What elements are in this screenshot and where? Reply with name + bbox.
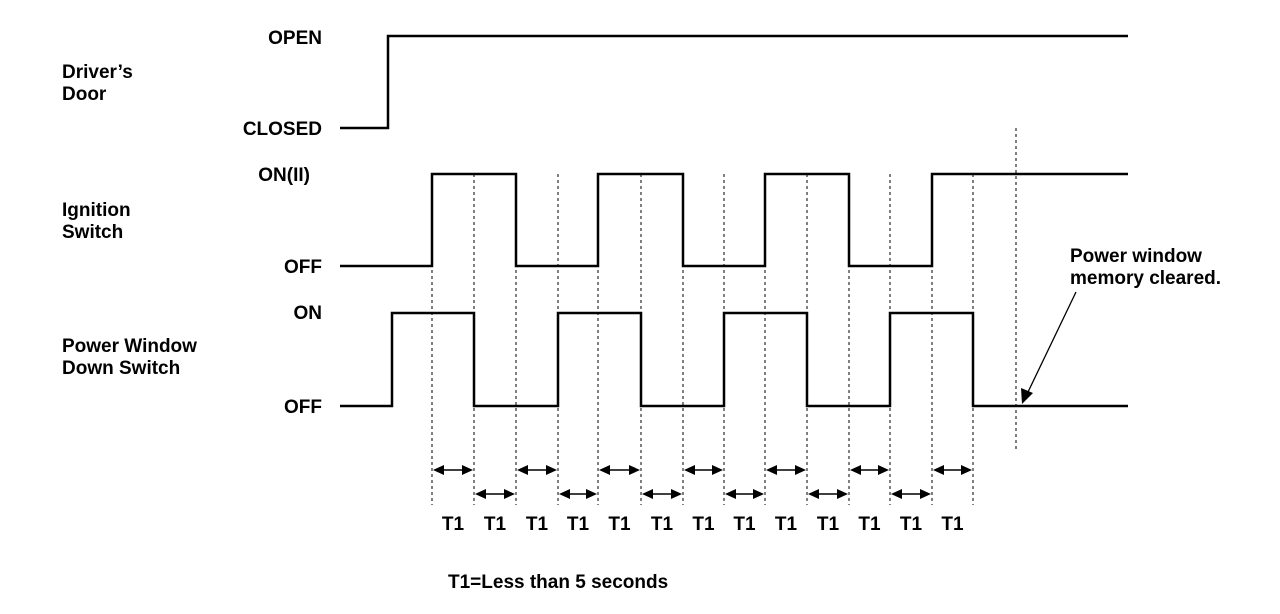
annotation-pointer-line <box>1027 291 1077 393</box>
interval-labels: T1 T1 T1 T1 T1 T1 T1 T1 T1 T1 T1 T1 T1 <box>442 514 964 535</box>
door-name-line2: Door <box>62 84 107 105</box>
annotation-line2: memory cleared. <box>1070 268 1221 289</box>
window-waveform <box>340 311 1128 408</box>
ignition-low-label: OFF <box>284 257 322 278</box>
interval-arrow <box>517 465 557 475</box>
interval-arrow <box>850 465 889 475</box>
door-low-label: CLOSED <box>243 119 322 140</box>
interval-label: T1 <box>692 514 715 535</box>
ignition-waveform <box>340 172 1128 268</box>
window-name-line2: Down Switch <box>62 358 180 379</box>
window-high-label: ON <box>294 303 323 324</box>
interval-arrow <box>684 465 723 475</box>
ignition-high-label: ON(II) <box>258 165 310 186</box>
interval-label: T1 <box>484 514 507 535</box>
interval-label: T1 <box>733 514 756 535</box>
transition-guides <box>431 174 974 505</box>
footnote: T1=Less than 5 seconds <box>448 572 668 593</box>
interval-label: T1 <box>817 514 840 535</box>
interval-arrow <box>766 465 806 475</box>
interval-arrow <box>642 489 682 499</box>
interval-arrow <box>475 489 515 499</box>
interval-label: T1 <box>526 514 549 535</box>
ignition-name-line2: Switch <box>62 222 123 243</box>
annotation-arrowhead <box>1021 388 1033 404</box>
interval-label: T1 <box>900 514 923 535</box>
interval-arrow <box>433 465 473 475</box>
interval-arrow <box>891 489 931 499</box>
interval-label: T1 <box>608 514 631 535</box>
window-low-label: OFF <box>284 397 322 418</box>
door-waveform <box>340 34 1128 130</box>
annotation-line1: Power window <box>1070 246 1202 267</box>
interval-arrow <box>599 465 640 475</box>
interval-arrow <box>933 465 972 475</box>
interval-arrow <box>559 489 597 499</box>
door-high-label: OPEN <box>268 28 322 49</box>
interval-label: T1 <box>651 514 674 535</box>
interval-arrow <box>808 489 848 499</box>
interval-arrows <box>433 465 972 499</box>
interval-label: T1 <box>858 514 881 535</box>
interval-label: T1 <box>567 514 590 535</box>
ignition-name-line1: Ignition <box>62 200 131 221</box>
door-name-line1: Driver’s <box>62 62 133 83</box>
interval-label: T1 <box>775 514 798 535</box>
interval-label: T1 <box>442 514 465 535</box>
interval-label: T1 <box>941 514 964 535</box>
interval-arrow <box>725 489 764 499</box>
window-name-line1: Power Window <box>62 336 197 357</box>
